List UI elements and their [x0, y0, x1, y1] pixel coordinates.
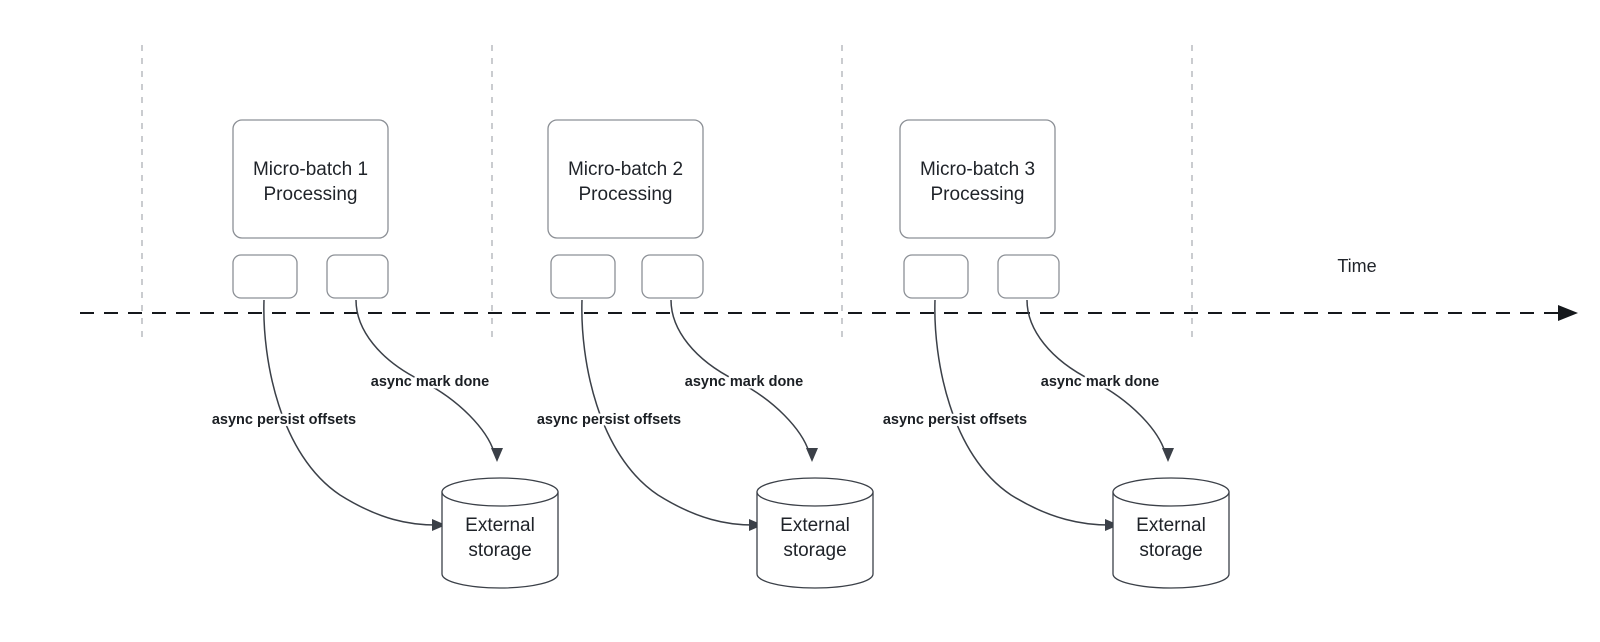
group-1-async-mark-done-label: async mark done: [371, 374, 489, 390]
group-2-external-storage-cylinder[interactable]: [756, 491, 874, 589]
group-2-async-mark-done-label: async mark done: [685, 374, 803, 390]
group-1-task-box-left[interactable]: [232, 254, 298, 299]
tick-lines-group: [141, 45, 1193, 340]
group-1-processing-box-line2: Processing: [264, 184, 358, 205]
group-3-processing-box-line1: Micro-batch 3: [920, 159, 1035, 180]
group-3-task-box-left[interactable]: [903, 254, 969, 299]
group-3-processing-box[interactable]: [899, 119, 1056, 239]
group-2-async-mark-done-curve: [670, 299, 810, 453]
group-3-async-persist-offsets-label: async persist offsets: [883, 412, 1027, 428]
group-1-external-storage-line1: External: [465, 515, 535, 536]
group-3-async-persist-offsets-curve: [934, 299, 1110, 526]
group-1-async-persist-offsets-curve: [263, 299, 437, 526]
group-1-async-mark-done-curve: [355, 299, 495, 453]
edges-group: async persist offsets async mark done asyn…: [209, 299, 1174, 531]
group-3-async-mark-done-arrowhead: [1162, 448, 1174, 462]
time-axis-label: Time: [1337, 256, 1376, 276]
group-2-external-storage-line1: External: [780, 515, 850, 536]
time-axis-arrowhead: [1558, 305, 1578, 321]
group-1-task-box-right[interactable]: [326, 254, 389, 299]
group-1-processing-box[interactable]: [232, 119, 389, 239]
group-1-processing-box-line1: Micro-batch 1: [253, 159, 368, 180]
group-1-async-persist-offsets-label: async persist offsets: [212, 412, 356, 428]
group-2-external-storage-line2: storage: [783, 540, 846, 561]
group-2-processing-box-line1: Micro-batch 2: [568, 159, 683, 180]
group-3-external-storage-line1: External: [1136, 515, 1206, 536]
group-3-external-storage-cylinder[interactable]: [1112, 491, 1230, 589]
group-3-task-box-right[interactable]: [997, 254, 1060, 299]
group-3-external-storage-line2: storage: [1139, 540, 1202, 561]
group-2-external-storage-cylinder-top: [756, 477, 874, 507]
group-1-external-storage-cylinder-top: [441, 477, 559, 507]
group-1-async-persist-offsets-arrowhead: [432, 519, 446, 531]
group-2-task-box-left[interactable]: [550, 254, 616, 299]
group-3-processing-box-line2: Processing: [931, 184, 1025, 205]
group-1-async-mark-done-arrowhead: [491, 448, 503, 462]
group-2-processing-box[interactable]: [547, 119, 704, 239]
group-2-async-persist-offsets-curve: [581, 299, 754, 526]
group-2-task-box-right[interactable]: [641, 254, 704, 299]
group-2-async-mark-done-arrowhead: [806, 448, 818, 462]
group-2-processing-box-line2: Processing: [579, 184, 673, 205]
group-1-external-storage-line2: storage: [468, 540, 531, 561]
group-3-async-mark-done-curve: [1026, 299, 1166, 453]
group-2-async-persist-offsets-label: async persist offsets: [537, 412, 681, 428]
group-3-external-storage-cylinder-top: [1112, 477, 1230, 507]
group-1-external-storage-cylinder[interactable]: [441, 491, 559, 589]
axis-text-group: Time: [1337, 256, 1376, 276]
group-3-async-mark-done-label: async mark done: [1041, 374, 1159, 390]
timeline-axis-group: [80, 305, 1578, 321]
group-3-async-persist-offsets-arrowhead: [1105, 519, 1119, 531]
group-2-async-persist-offsets-arrowhead: [749, 519, 763, 531]
